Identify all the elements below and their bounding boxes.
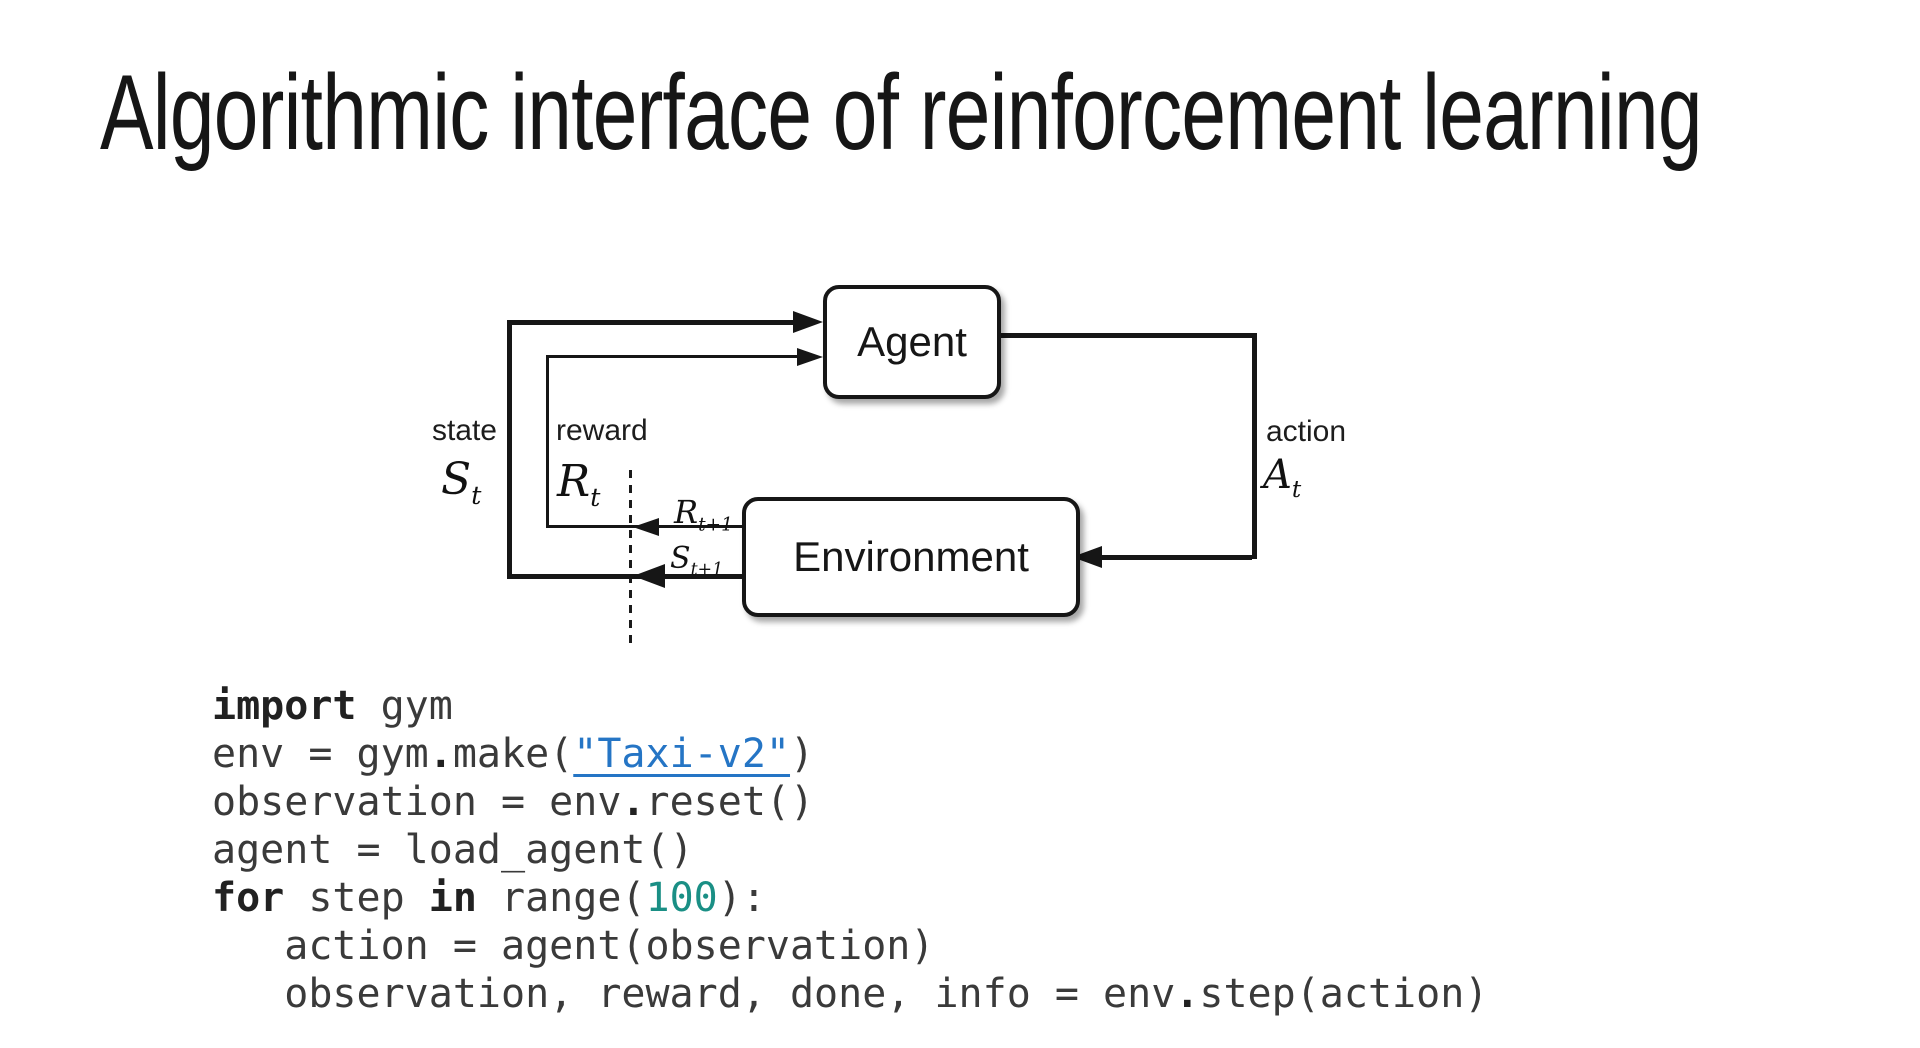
- code-token: range(: [476, 875, 646, 921]
- code-token: in: [428, 875, 477, 921]
- arrowhead-next-reward-icon: [633, 518, 659, 536]
- time-boundary-dashed-line: [629, 470, 632, 648]
- code-token: .: [1175, 971, 1200, 1017]
- code-line: import gym: [212, 682, 1488, 730]
- code-token: make(: [452, 731, 574, 777]
- code-token: env = gym: [212, 731, 429, 777]
- code-token: gym: [356, 683, 453, 729]
- reward-label: reward: [556, 414, 648, 447]
- environment-box: Environment: [742, 497, 1080, 617]
- code-token: 100: [645, 875, 718, 921]
- code-token: .: [428, 731, 453, 777]
- code-token: for: [212, 875, 285, 921]
- action-label: action: [1266, 415, 1347, 448]
- arrowhead-reward-into-agent: [797, 348, 823, 366]
- action-symbol: At: [1263, 452, 1302, 503]
- state-label: state: [431, 414, 497, 447]
- state-line-bottom: [507, 574, 742, 579]
- code-line: action = agent(observation): [212, 922, 1488, 970]
- code-line: env = gym.make("Taxi-v2"): [212, 730, 1488, 778]
- code-token: step(action): [1199, 971, 1489, 1017]
- reward-line-top: [546, 355, 799, 358]
- code-line: observation = env.reset(): [212, 778, 1488, 826]
- code-token: ):: [717, 875, 766, 921]
- next-state-symbol: St+1: [670, 541, 724, 580]
- next-reward-symbol: Rt+1: [674, 493, 733, 536]
- reward-symbol: Rt: [557, 456, 601, 513]
- code-line: observation, reward, done, info = env.st…: [212, 970, 1488, 1018]
- code-token: observation = env: [212, 779, 622, 825]
- arrowhead-next-state-icon: [633, 564, 665, 588]
- state-symbol: St: [441, 454, 482, 511]
- taxi-v2-link[interactable]: "Taxi-v2": [573, 731, 791, 777]
- environment-box-label: Environment: [793, 533, 1029, 580]
- code-token: agent = load_agent(): [212, 827, 694, 873]
- action-line-top: [993, 333, 1257, 338]
- code-line: agent = load_agent(): [212, 826, 1488, 874]
- code-line: for step in range(100):: [212, 874, 1488, 922]
- reward-line-vertical: [546, 355, 549, 528]
- state-line-vertical: [507, 320, 512, 579]
- arrowhead-state-into-agent: [793, 311, 823, 333]
- code-token: .: [621, 779, 646, 825]
- action-line-bottom: [1096, 555, 1252, 560]
- code-token: action = agent(observation): [212, 923, 935, 969]
- code-token: reset(): [645, 779, 815, 825]
- action-line-vertical: [1252, 333, 1257, 559]
- state-line-top: [507, 320, 800, 325]
- code-token: ): [790, 731, 815, 777]
- page-title: Algorithmic interface of reinforcement l…: [100, 52, 1702, 172]
- code-token: step: [284, 875, 429, 921]
- code-token: observation, reward, done, info = env: [212, 971, 1176, 1017]
- agent-box-label: Agent: [857, 318, 967, 365]
- code-token: import: [212, 683, 357, 729]
- agent-box: Agent: [823, 285, 1001, 399]
